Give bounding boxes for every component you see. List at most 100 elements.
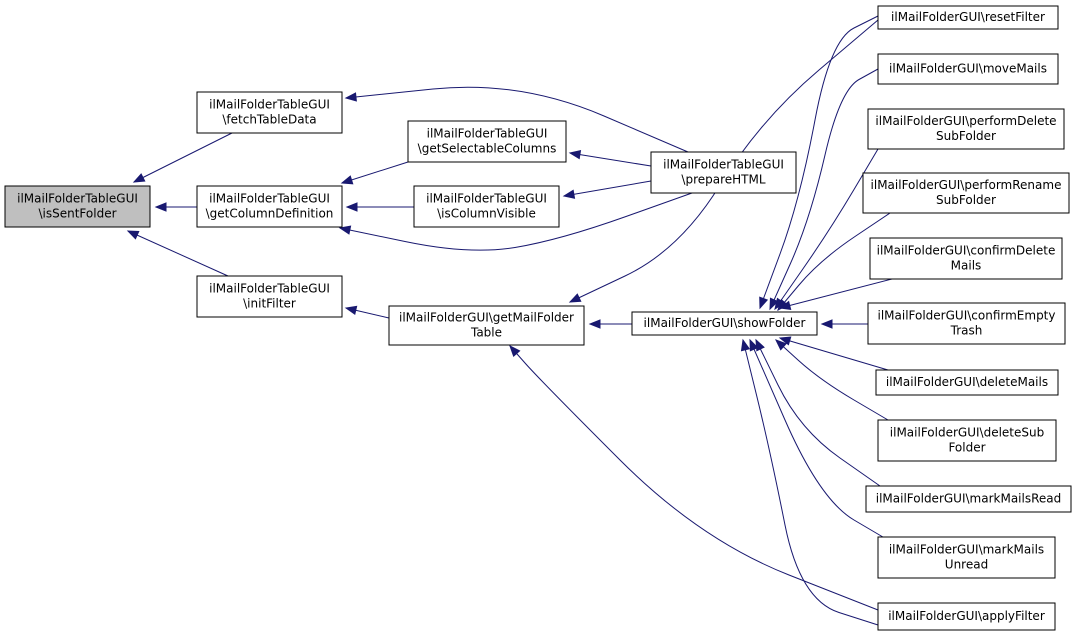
arrow-head-icon	[344, 305, 358, 315]
node-label: Table	[470, 326, 502, 340]
node-label: ilMailFolderTableGUI	[663, 158, 784, 172]
edge-line	[759, 15, 879, 309]
node-showFolder[interactable]: ilMailFolderGUI\showFolder	[631, 311, 818, 336]
edge-prepareHTML-to-getSelectableColumns	[568, 149, 652, 167]
node-box	[865, 485, 1072, 513]
node-applyFilter[interactable]: ilMailFolderGUI\applyFilter	[877, 602, 1056, 631]
edge-line	[563, 180, 652, 197]
edge-confirmDeleteMails-to-showFolder	[778, 278, 893, 310]
arrow-head-icon	[820, 319, 833, 329]
node-label: \isColumnVisible	[437, 207, 536, 221]
node-label: ilMailFolderTableGUI	[209, 98, 330, 112]
node-resetFilter[interactable]: ilMailFolderGUI\resetFilter	[877, 5, 1059, 30]
node-box	[877, 536, 1056, 579]
node-label: SubFolder	[936, 193, 996, 207]
node-initFilter[interactable]: ilMailFolderTableGUI\initFilter	[196, 275, 343, 318]
node-box	[388, 305, 585, 346]
node-box	[867, 302, 1066, 345]
edge-isColumnVisible-to-getColumnDefinition	[345, 202, 414, 212]
node-box	[877, 53, 1059, 85]
edge-getMailFolderTable-to-initFilter	[344, 305, 390, 319]
node-box	[196, 275, 343, 318]
node-isColumnVisible[interactable]: ilMailFolderTableGUI\isColumnVisible	[413, 185, 560, 228]
node-box	[867, 108, 1065, 150]
node-getColumnDefinition[interactable]: ilMailFolderTableGUI\getColumnDefinition	[196, 185, 343, 228]
edge-getSelectableColumns-to-getColumnDefinition	[340, 161, 409, 185]
node-box	[877, 5, 1059, 30]
node-moveMails[interactable]: ilMailFolderGUI\moveMails	[877, 53, 1059, 85]
edge-line	[341, 161, 409, 184]
arrow-head-icon	[568, 149, 582, 160]
edge-line	[127, 230, 229, 277]
edge-line	[775, 339, 889, 421]
edge-line	[569, 152, 652, 167]
node-getSelectableColumns[interactable]: ilMailFolderTableGUI\getSelectableColumn…	[407, 120, 567, 163]
node-label: ilMailFolderGUI\showFolder	[644, 316, 806, 330]
edge-prepareHTML-to-fetchTableData	[344, 86, 689, 153]
node-deleteMails[interactable]: ilMailFolderGUI\deleteMails	[875, 369, 1059, 396]
node-fetchTableData[interactable]: ilMailFolderTableGUI\fetchTableData	[196, 91, 343, 134]
node-label: Trash	[950, 324, 983, 338]
node-label: ilMailFolderGUI\resetFilter	[891, 10, 1045, 24]
node-label: ilMailFolderGUI\performDelete	[875, 114, 1056, 128]
node-box	[862, 172, 1070, 214]
node-box	[196, 91, 343, 134]
edge-markMailsRead-to-showFolder	[755, 338, 881, 487]
edge-line	[742, 339, 879, 626]
node-markMailsRead[interactable]: ilMailFolderGUI\markMailsRead	[865, 485, 1072, 513]
arrow-head-icon	[759, 296, 769, 310]
edge-prepareHTML-to-getColumnDefinition	[338, 192, 693, 251]
node-box	[631, 311, 818, 336]
edge-confirmEmptyTrash-to-showFolder	[820, 319, 868, 329]
edge-line	[133, 132, 233, 183]
arrow-head-icon	[132, 173, 146, 183]
arrow-head-icon	[778, 300, 792, 310]
node-label: \prepareHTML	[681, 173, 765, 187]
arrow-head-icon	[755, 338, 765, 352]
node-label: ilMailFolderTableGUI	[426, 192, 547, 206]
arrow-head-icon	[778, 336, 792, 346]
edge-deleteSubFolder-to-showFolder	[775, 339, 889, 421]
node-label: ilMailFolderGUI\performRename	[871, 178, 1062, 192]
edge-line	[774, 148, 879, 310]
edge-moveMails-to-showFolder	[769, 68, 879, 311]
edge-showFolder-to-getMailFolderTable	[588, 319, 632, 329]
node-box	[875, 369, 1059, 396]
node-label: ilMailFolderTableGUI	[209, 282, 330, 296]
node-label: \fetchTableData	[222, 113, 316, 127]
node-label: ilMailFolderGUI\moveMails	[889, 62, 1047, 76]
edge-line	[509, 345, 879, 611]
edge-line	[779, 337, 889, 371]
node-box	[877, 602, 1056, 631]
node-label: \getSelectableColumns	[418, 142, 557, 156]
node-label: ilMailFolderGUI\markMailsRead	[876, 492, 1062, 506]
arrow-head-icon	[562, 189, 576, 199]
edge-deleteMails-to-showFolder	[778, 336, 889, 371]
arrow-head-icon	[775, 339, 787, 351]
edge-line	[749, 339, 889, 541]
arrow-head-icon	[568, 293, 582, 303]
edge-applyFilter-to-showFolder	[740, 338, 879, 626]
arrow-head-icon	[344, 92, 357, 102]
node-label: ilMailFolderGUI\markMails	[889, 543, 1044, 557]
node-box	[650, 151, 797, 194]
node-box	[413, 185, 560, 228]
edge-initFilter-to-isSentFolder	[126, 230, 229, 277]
node-isSentFolder[interactable]: ilMailFolderTableGUI\isSentFolder	[4, 185, 151, 228]
arrow-head-icon	[588, 319, 601, 329]
node-label: SubFolder	[936, 129, 996, 143]
node-label: Mails	[951, 259, 982, 273]
edge-line	[339, 192, 693, 251]
node-box	[4, 185, 151, 228]
arrow-head-icon	[749, 338, 759, 352]
node-prepareHTML[interactable]: ilMailFolderTableGUI\prepareHTML	[650, 151, 797, 194]
node-label: ilMailFolderTableGUI	[427, 127, 548, 141]
